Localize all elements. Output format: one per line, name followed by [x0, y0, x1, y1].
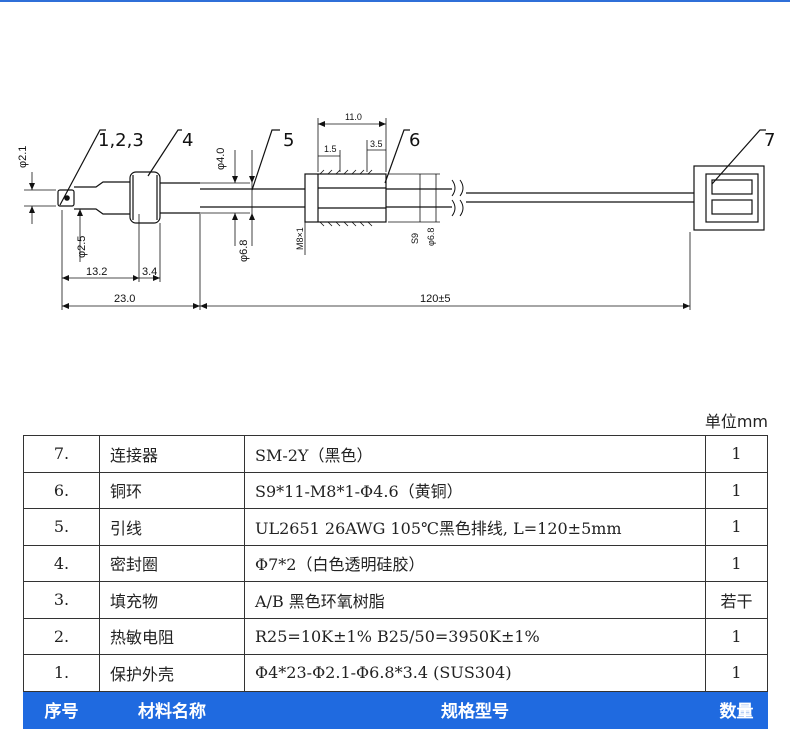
- dim-phi68-left: φ6.8: [238, 240, 250, 262]
- dim-35: 3.5: [370, 139, 383, 149]
- leader-5: [251, 129, 280, 191]
- header-spec: 规格型号: [244, 690, 706, 729]
- tube-bottom: [74, 208, 130, 215]
- sleeve: [160, 182, 200, 214]
- row-spec: UL2651 26AWG 105℃黑色排线, L=120±5mm: [244, 508, 706, 546]
- callout-7: 7: [764, 130, 775, 151]
- row-spec: Φ4*23-Φ2.1-Φ6.8*3.4 (SUS304): [244, 654, 706, 692]
- top-accent-line: [0, 0, 790, 2]
- row-qty: 1: [705, 435, 768, 473]
- row-no: 2.: [23, 617, 100, 655]
- leader-123: [59, 129, 106, 206]
- row-qty: 1: [705, 471, 768, 509]
- row-name: 填充物: [99, 581, 245, 619]
- header-no: 序号: [23, 690, 100, 729]
- header-qty: 数量: [705, 690, 768, 729]
- row-name: 保护外壳: [99, 654, 245, 692]
- row-name: 密封圈: [99, 544, 245, 582]
- dim-m8: M8×1: [295, 227, 305, 250]
- table-row: 2. 热敏电阻 R25=10K±1% B25/50=3950K±1% 1: [23, 617, 768, 655]
- probe-tip-dot: [64, 195, 70, 201]
- row-spec: R25=10K±1% B25/50=3950K±1%: [244, 617, 706, 655]
- leader-7: [711, 129, 766, 185]
- row-no: 4.: [23, 544, 100, 582]
- row-no: 3.: [23, 581, 100, 619]
- dim-phi40: φ4.0: [215, 148, 227, 170]
- row-spec: SM-2Y（黑色）: [244, 435, 706, 473]
- row-spec: Φ7*2（白色透明硅胶）: [244, 544, 706, 582]
- row-qty: 1: [705, 544, 768, 582]
- table-row: 6. 铜环 S9*11-M8*1-Φ4.6（黄铜） 1: [23, 471, 768, 509]
- seal-ring: [129, 171, 161, 224]
- dim-phi21: φ2.1: [17, 146, 29, 168]
- callout-4: 4: [182, 130, 193, 151]
- connector-inner: [705, 173, 759, 223]
- dim-230: 23.0: [114, 293, 135, 305]
- row-name: 热敏电阻: [99, 617, 245, 655]
- row-qty: 1: [705, 654, 768, 692]
- table-header-row: 序号 材料名称 规格型号 数量: [23, 690, 768, 729]
- dim-132: 13.2: [86, 266, 107, 278]
- dim-120: 120±5: [420, 293, 451, 305]
- row-name: 铜环: [99, 471, 245, 509]
- row-qty: 1: [705, 617, 768, 655]
- callout-6: 6: [409, 130, 420, 151]
- bom-table: 7. 连接器 SM-2Y（黑色） 1 6. 铜环 S9*11-M8*1-Φ4.6…: [23, 435, 768, 729]
- connector-body: [693, 165, 765, 231]
- table-row: 1. 保护外壳 Φ4*23-Φ2.1-Φ6.8*3.4 (SUS304) 1: [23, 654, 768, 692]
- row-name: 引线: [99, 508, 245, 546]
- table-row: 5. 引线 UL2651 26AWG 105℃黑色排线, L=120±5mm 1: [23, 508, 768, 546]
- row-name: 连接器: [99, 435, 245, 473]
- table-row: 7. 连接器 SM-2Y（黑色） 1: [23, 435, 768, 473]
- dim-15: 1.5: [324, 144, 337, 154]
- dim-phi25: φ2.5: [76, 236, 88, 258]
- callout-123: 1,2,3: [98, 130, 144, 151]
- dim-34: 3.4: [142, 266, 157, 278]
- row-spec: A/B 黑色环氧树脂: [244, 581, 706, 619]
- leader-4: [147, 129, 182, 177]
- row-spec: S9*11-M8*1-Φ4.6（黄铜）: [244, 471, 706, 509]
- header-name: 材料名称: [99, 690, 245, 729]
- table-row: 3. 填充物 A/B 黑色环氧树脂 若干: [23, 581, 768, 619]
- tube-top: [74, 181, 130, 188]
- table-row: 4. 密封圈 Φ7*2（白色透明硅胶） 1: [23, 544, 768, 582]
- row-no: 1.: [23, 654, 100, 692]
- unit-label: 单位mm: [704, 412, 768, 431]
- copper-ring: [304, 173, 387, 223]
- dim-110: 11.0: [345, 112, 362, 122]
- dim-s9: S9: [410, 233, 420, 244]
- dim-phi68-right: φ6.8: [426, 228, 436, 246]
- row-qty: 若干: [705, 581, 768, 619]
- row-qty: 1: [705, 508, 768, 546]
- row-no: 5.: [23, 508, 100, 546]
- sensor-drawing: φ2.1 φ2.5 φ4.0 φ6.8 13.2 3.4 23.0 120±5 …: [17, 112, 775, 310]
- probe-tip: [57, 189, 75, 207]
- row-no: 6.: [23, 471, 100, 509]
- leader-6: [384, 129, 410, 184]
- callout-5: 5: [283, 130, 294, 151]
- row-no: 7.: [23, 435, 100, 473]
